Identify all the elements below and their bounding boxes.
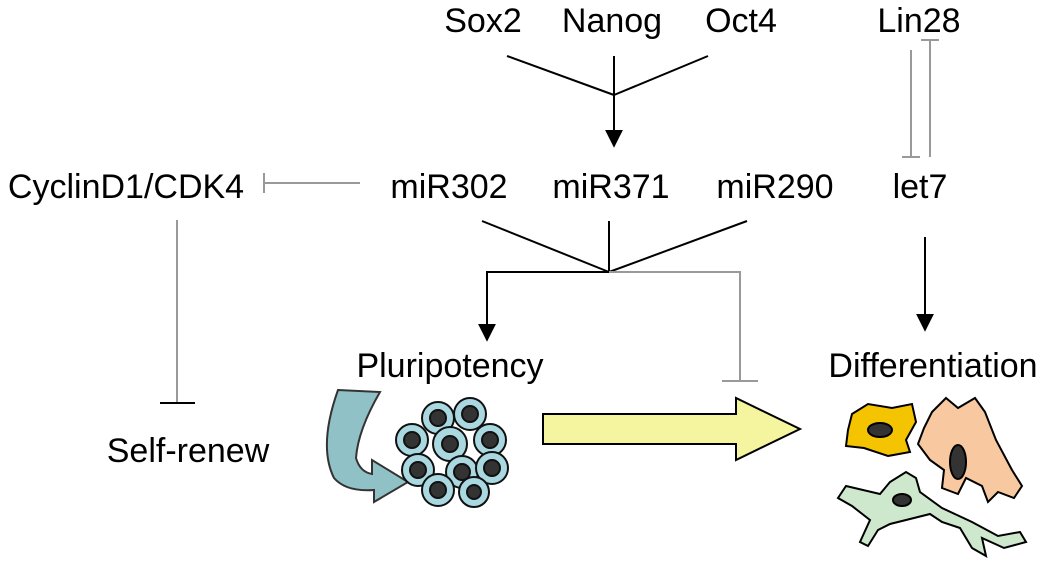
inhibit-let7-to-lin28: [921, 39, 939, 157]
label-sox2: Sox2: [444, 2, 522, 40]
label-mir302: miR302: [390, 168, 507, 206]
label-self-renew: Self-renew: [107, 432, 270, 470]
curved-renewal-arrow-icon: [325, 388, 410, 504]
edge-mir302-merge: [481, 220, 610, 273]
edge-mir290-merge: [608, 220, 748, 273]
inhibit-mirna-to-differentiation: [609, 271, 758, 382]
big-differentiation-arrow-icon: [542, 396, 803, 462]
label-pluripotency: Pluripotency: [356, 347, 543, 385]
label-differentiation: Differentiation: [828, 347, 1037, 385]
edge-oct4-merge: [613, 55, 709, 96]
stem-cell-cluster-icon: [395, 397, 509, 508]
inhibit-lin28-to-let7: [902, 50, 920, 158]
orange-cell-icon: [916, 396, 1024, 504]
label-oct4: Oct4: [705, 2, 777, 40]
inhibit-mir302-to-cyclin: [263, 173, 360, 193]
differentiated-cells-icon: [836, 396, 1028, 558]
green-neuron-cell-icon: [836, 470, 1028, 558]
label-lin28: Lin28: [877, 2, 960, 40]
label-let7: let7: [893, 168, 948, 206]
label-mir371: miR371: [552, 168, 669, 206]
edge-sox2-merge: [506, 55, 615, 96]
label-nanog: Nanog: [562, 2, 662, 40]
label-cyclind1-cdk4: CyclinD1/CDK4: [8, 168, 244, 206]
label-mir290: miR290: [716, 168, 833, 206]
arrow-mirna-to-pluripotency: [478, 271, 609, 342]
